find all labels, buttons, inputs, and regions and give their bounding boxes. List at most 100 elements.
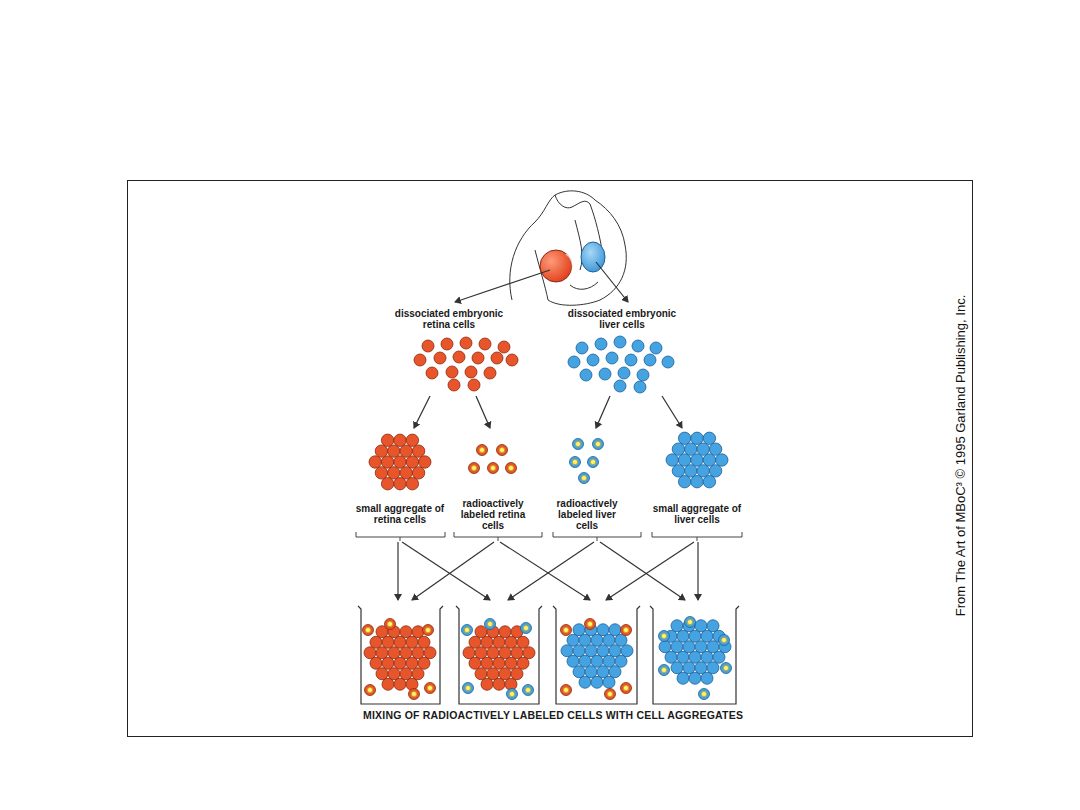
aggregated-cell [475, 626, 487, 638]
aggregated-cell [685, 443, 697, 455]
label-spot [623, 685, 628, 690]
aggregated-cell [573, 624, 585, 636]
labeled-cell [423, 625, 434, 636]
labeled-cell [485, 619, 496, 630]
label-spot [411, 691, 416, 696]
aggregated-cell [376, 647, 388, 659]
aggregated-cell [603, 634, 615, 646]
dissociated-cell [634, 381, 646, 393]
aggregated-cell [394, 478, 406, 490]
aggregated-cell [591, 634, 603, 646]
label-spot [387, 621, 392, 626]
aggregated-cell [689, 672, 701, 684]
aggregated-cell [382, 657, 394, 669]
aggregated-cell [406, 434, 418, 446]
aggregated-cell [585, 666, 597, 678]
figure-caption: MIXING OF RADIOACTIVELY LABELED CELLS WI… [363, 710, 743, 721]
aggregated-cell [672, 465, 684, 477]
mixing-arrow [398, 542, 698, 600]
aggregated-cell [388, 445, 400, 457]
aggregated-cell [707, 620, 719, 632]
aggregated-cell [567, 634, 579, 646]
labeled-cell [561, 625, 572, 636]
aggregated-cell [597, 645, 609, 657]
label-spot [523, 625, 528, 630]
aggregated-cell [666, 454, 678, 466]
aggregated-cell [418, 657, 430, 669]
labeled-cell [719, 635, 730, 646]
aggregated-cell [671, 662, 683, 674]
aggregated-cell [394, 636, 406, 648]
aggregated-cell [394, 657, 406, 669]
dissociated-cell [426, 367, 438, 379]
aggregated-cell [388, 647, 400, 659]
label-spot [465, 685, 470, 690]
aggregated-cell [678, 476, 690, 488]
aggregated-cell [591, 676, 603, 688]
aggregated-cell [517, 636, 529, 648]
aggregated-cell [475, 668, 487, 680]
dissociated-cell [662, 356, 674, 368]
dissociated-cell [422, 340, 434, 352]
beaker [358, 606, 739, 704]
aggregated-cell [677, 672, 689, 684]
aggregated-cell [481, 657, 493, 669]
dissociated-cell [460, 337, 472, 349]
labeled-cell [588, 457, 599, 468]
aggregated-cell [364, 647, 376, 659]
aggregated-cell [419, 456, 431, 468]
aggregated-cell [481, 678, 493, 690]
aggregated-cell [375, 445, 387, 457]
aggregated-cell [695, 641, 707, 653]
aggregated-cell [487, 647, 499, 659]
source-label: dissociated embryonic retina cells [384, 308, 514, 330]
label-spot [595, 441, 600, 446]
aggregated-cell [406, 456, 418, 468]
labeled-cell [469, 463, 480, 474]
dissociated-cell [595, 338, 607, 350]
label-spot [365, 627, 370, 632]
aggregated-cell [689, 651, 701, 663]
labeled-cell [721, 663, 732, 674]
aggregated-cell [406, 636, 418, 648]
aggregated-cell [697, 443, 709, 455]
dissection-arrow [455, 270, 550, 302]
label-spot [607, 691, 612, 696]
aggregated-cell [609, 666, 621, 678]
labeled-cell [699, 689, 710, 700]
aggregated-cell [511, 668, 523, 680]
dissection-arrow [596, 262, 628, 302]
label-spot [525, 687, 530, 692]
aggregated-cell [517, 657, 529, 669]
aggregated-cell [597, 666, 609, 678]
aggregated-cell [597, 624, 609, 636]
label-spot [572, 459, 577, 464]
aggregated-cell [671, 620, 683, 632]
labeled-cell [425, 683, 436, 694]
aggregated-cell [412, 647, 424, 659]
aggregated-cell [591, 655, 603, 667]
dissociated-cell [650, 342, 662, 354]
dissociated-cell [434, 352, 446, 364]
labeled-cell [585, 619, 596, 630]
aggregated-cell [475, 647, 487, 659]
labeled-cell [561, 685, 572, 696]
aggregated-cell [382, 678, 394, 690]
label-spot [563, 687, 568, 692]
label-spot [701, 691, 706, 696]
labeled-cell [409, 689, 420, 700]
label-spot [464, 627, 469, 632]
aggregated-cell [671, 641, 683, 653]
dissociated-cell [498, 341, 510, 353]
dissociated-cell [465, 366, 477, 378]
aggregated-cell [400, 668, 412, 680]
dissociated-cell [491, 352, 503, 364]
dissociated-cell [580, 369, 592, 381]
label-spot [661, 633, 666, 638]
aggregated-cell [400, 626, 412, 638]
label-spot [687, 619, 692, 624]
aggregated-cell [412, 626, 424, 638]
labeled-cell [621, 625, 632, 636]
dissociated-cell [506, 354, 518, 366]
aggregated-cell [579, 634, 591, 646]
